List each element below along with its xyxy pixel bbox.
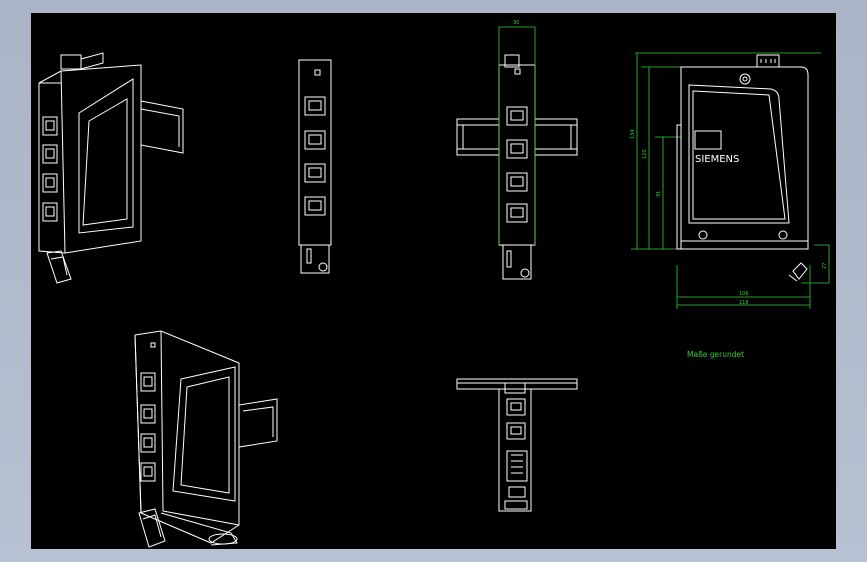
front-view-on-rail [456, 26, 578, 280]
technical-drawing: 30 134 120 91 27 106 118 SIEMENS [38, 20, 830, 548]
dim-height-total: 134 [630, 129, 636, 139]
dim-height-rail: 91 [656, 191, 662, 197]
dim-height-inner: 120 [642, 149, 648, 159]
cad-drawing-area: 30 134 120 91 27 106 118 SIEMENS Maße ge… [31, 13, 836, 549]
isometric-view-bottom-left [134, 330, 278, 548]
rj45-port-group-1 [42, 116, 58, 222]
rj45-port-group-4 [140, 372, 156, 482]
dim-depth-total: 118 [739, 300, 749, 306]
rj45-port-group-3 [506, 106, 528, 223]
note-rounded-dimensions: Maße gerundet [687, 350, 745, 359]
dim-depth-inner: 106 [739, 291, 749, 297]
isometric-view-top-left [38, 52, 184, 284]
rj45-port-group-2 [304, 96, 326, 216]
dim-top-width: 30 [513, 20, 519, 26]
dim-depth-small: 27 [822, 263, 828, 269]
bottom-view [456, 378, 578, 512]
brand-label: SIEMENS [695, 154, 739, 165]
dimension-labels: 30 134 120 91 27 106 118 SIEMENS [513, 20, 828, 306]
side-view-with-dimensions [631, 52, 830, 309]
front-view-narrow [298, 59, 332, 274]
